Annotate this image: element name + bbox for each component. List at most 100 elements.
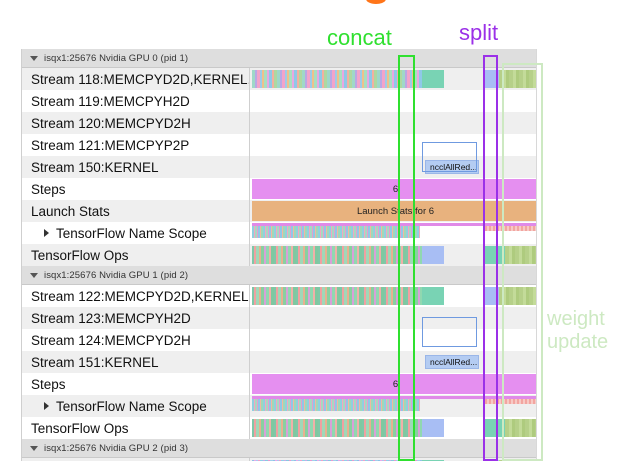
row-label-text: TensorFlow Ops: [31, 420, 129, 436]
group-header[interactable]: isqx1:25676 Nvidia GPU 2 (pid 3): [22, 439, 536, 458]
op-weight-update-blocks: [505, 419, 536, 437]
weight-update-line-2: update: [547, 331, 609, 353]
timeline-track[interactable]: ncclAllRed...: [250, 156, 536, 178]
row-label-text: TensorFlow Ops: [31, 247, 129, 263]
timeline-row-label[interactable]: Stream 122:MEMCPYD2D,KERNEL,MI: [22, 285, 250, 307]
weight-update-blocks: [499, 70, 536, 88]
split-block: [485, 70, 499, 88]
op-split-block: [485, 246, 505, 264]
timeline-row-label[interactable]: TensorFlow Name Scope: [22, 395, 250, 417]
timeline-track[interactable]: [250, 68, 536, 90]
timeline-row[interactable]: Stream 150:KERNEL ncclAllRed...: [22, 156, 536, 178]
timeline-row[interactable]: Stream 123:MEMCPYH2D: [22, 307, 536, 329]
group-header-label: isqx1:25676 Nvidia GPU 0 (pid 1): [44, 52, 189, 64]
step-block[interactable]: 6: [252, 179, 536, 199]
timeline-row-label[interactable]: Stream 151:KERNEL: [22, 351, 250, 373]
tensorflow-op-blocks: [252, 246, 422, 264]
split-block: [485, 287, 499, 305]
row-label-text: Stream 151:KERNEL: [31, 354, 159, 370]
launch-stats-block[interactable]: Launch Stats for 6: [252, 201, 536, 221]
row-label-text: Launch Stats: [31, 203, 110, 219]
timeline-row[interactable]: TensorFlow Name Scope: [22, 395, 536, 417]
timeline-row-label[interactable]: Stream 119:MEMCPYH2D: [22, 90, 250, 112]
timeline-row-label[interactable]: TensorFlow Name Scope: [22, 222, 250, 244]
kernel-activity-blocks: [252, 287, 422, 305]
group-header[interactable]: isqx1:25676 Nvidia GPU 0 (pid 1): [22, 49, 536, 68]
annotation-label-weight-update: weight update: [547, 308, 608, 354]
orange-marker-icon: [366, 0, 386, 4]
op-weight-update-blocks: [505, 246, 536, 264]
timeline-row[interactable]: Stream 151:KERNEL ncclAllRed...: [22, 351, 536, 373]
step-block[interactable]: 6: [252, 374, 536, 394]
row-label-text: Stream 119:MEMCPYH2D: [31, 93, 190, 109]
chevron-right-icon[interactable]: [44, 402, 49, 410]
row-label-text: Stream 122:MEMCPYD2D,KERNEL,MI: [31, 288, 250, 304]
timeline-track[interactable]: [250, 395, 536, 417]
name-scope-detail: [252, 226, 420, 238]
row-label-text: Stream 120:MEMCPYD2H: [31, 115, 191, 131]
concat-block: [422, 287, 444, 305]
timeline-row-label[interactable]: Stream 123:MEMCPYH2D: [22, 307, 250, 329]
tensorflow-op-blocks: [252, 419, 422, 437]
timeline-track[interactable]: [250, 222, 536, 244]
timeline-row[interactable]: Stream 119:MEMCPYH2D: [22, 90, 536, 112]
timeline-track[interactable]: 6: [250, 373, 536, 395]
timeline-row[interactable]: Stream 124:MEMCPYD2H: [22, 329, 536, 351]
row-label-text: Steps: [31, 376, 66, 392]
timeline-track[interactable]: [250, 244, 536, 266]
timeline-track[interactable]: Launch Stats for 6: [250, 200, 536, 222]
timeline-track[interactable]: [250, 90, 536, 112]
timeline-row[interactable]: Stream 122:MEMCPYD2D,KERNEL,MI: [22, 285, 536, 307]
timeline-row[interactable]: Steps 6: [22, 373, 536, 395]
timeline-row[interactable]: TensorFlow Ops: [22, 244, 536, 266]
timeline-row-label[interactable]: Steps: [22, 373, 250, 395]
timeline-row[interactable]: Stream 118:MEMCPYD2D,KERNEL,ME: [22, 68, 536, 90]
op-concat-block: [422, 419, 444, 437]
chevron-down-icon[interactable]: [30, 55, 38, 61]
timeline-track[interactable]: [250, 112, 536, 134]
timeline-track[interactable]: [250, 307, 536, 329]
op-split-block: [485, 419, 505, 437]
timeline-row[interactable]: Steps 6: [22, 178, 536, 200]
weight-update-blocks: [499, 287, 536, 305]
chevron-down-icon[interactable]: [30, 272, 38, 278]
timeline-row-label[interactable]: Stream 120:MEMCPYD2H: [22, 112, 250, 134]
name-scope-bar: [252, 396, 536, 399]
timeline-row-label[interactable]: Stream 150:KERNEL: [22, 156, 250, 178]
timeline-row-label[interactable]: Steps: [22, 178, 250, 200]
timeline-row[interactable]: Stream 120:MEMCPYD2H: [22, 112, 536, 134]
timeline-row-label[interactable]: Stream 121:MEMCPYP2P: [22, 134, 250, 156]
weight-update-line-1: weight: [547, 308, 605, 330]
row-label-text: TensorFlow Name Scope: [56, 225, 207, 241]
timeline-row[interactable]: TensorFlow Name Scope: [22, 222, 536, 244]
row-label-text: Steps: [31, 181, 66, 197]
timeline-row-label[interactable]: Launch Stats: [22, 200, 250, 222]
chevron-down-icon[interactable]: [30, 445, 38, 451]
timeline-row[interactable]: TensorFlow Ops: [22, 417, 536, 439]
chevron-right-icon[interactable]: [44, 229, 49, 237]
group-header-label: isqx1:25676 Nvidia GPU 1 (pid 2): [44, 269, 189, 281]
timeline-row[interactable]: Launch Stats Launch Stats for 6: [22, 200, 536, 222]
group-header-label: isqx1:25676 Nvidia GPU 2 (pid 3): [44, 442, 189, 454]
group-header[interactable]: isqx1:25676 Nvidia GPU 1 (pid 2): [22, 266, 536, 285]
annotation-label-split: split: [459, 20, 499, 45]
nccl-allreduce-event[interactable]: ncclAllRed...: [425, 355, 479, 369]
row-label-text: Stream 124:MEMCPYD2H: [31, 332, 191, 348]
concat-block: [422, 70, 444, 88]
timeline-row-label[interactable]: Stream 124:MEMCPYD2H: [22, 329, 250, 351]
timeline-track[interactable]: [250, 417, 536, 439]
timeline-track[interactable]: [250, 134, 536, 156]
nccl-allreduce-event[interactable]: ncclAllRed...: [425, 160, 479, 174]
timeline-track[interactable]: [250, 285, 536, 307]
timeline-track[interactable]: ncclAllRed...: [250, 351, 536, 373]
timeline-row-label[interactable]: Stream 118:MEMCPYD2D,KERNEL,ME: [22, 68, 250, 90]
name-scope-bar: [252, 223, 536, 226]
name-scope-tail: [485, 399, 536, 404]
timeline-row-label[interactable]: Stream 126:MEMCPYD2D,KERNEL,MI: [22, 458, 250, 461]
timeline-panel[interactable]: isqx1:25676 Nvidia GPU 0 (pid 1) Stream 1…: [21, 49, 537, 461]
timeline-row-label[interactable]: TensorFlow Ops: [22, 417, 250, 439]
timeline-track[interactable]: 6: [250, 178, 536, 200]
timeline-track[interactable]: [250, 329, 536, 351]
timeline-row[interactable]: Stream 121:MEMCPYP2P: [22, 134, 536, 156]
timeline-row-label[interactable]: TensorFlow Ops: [22, 244, 250, 266]
